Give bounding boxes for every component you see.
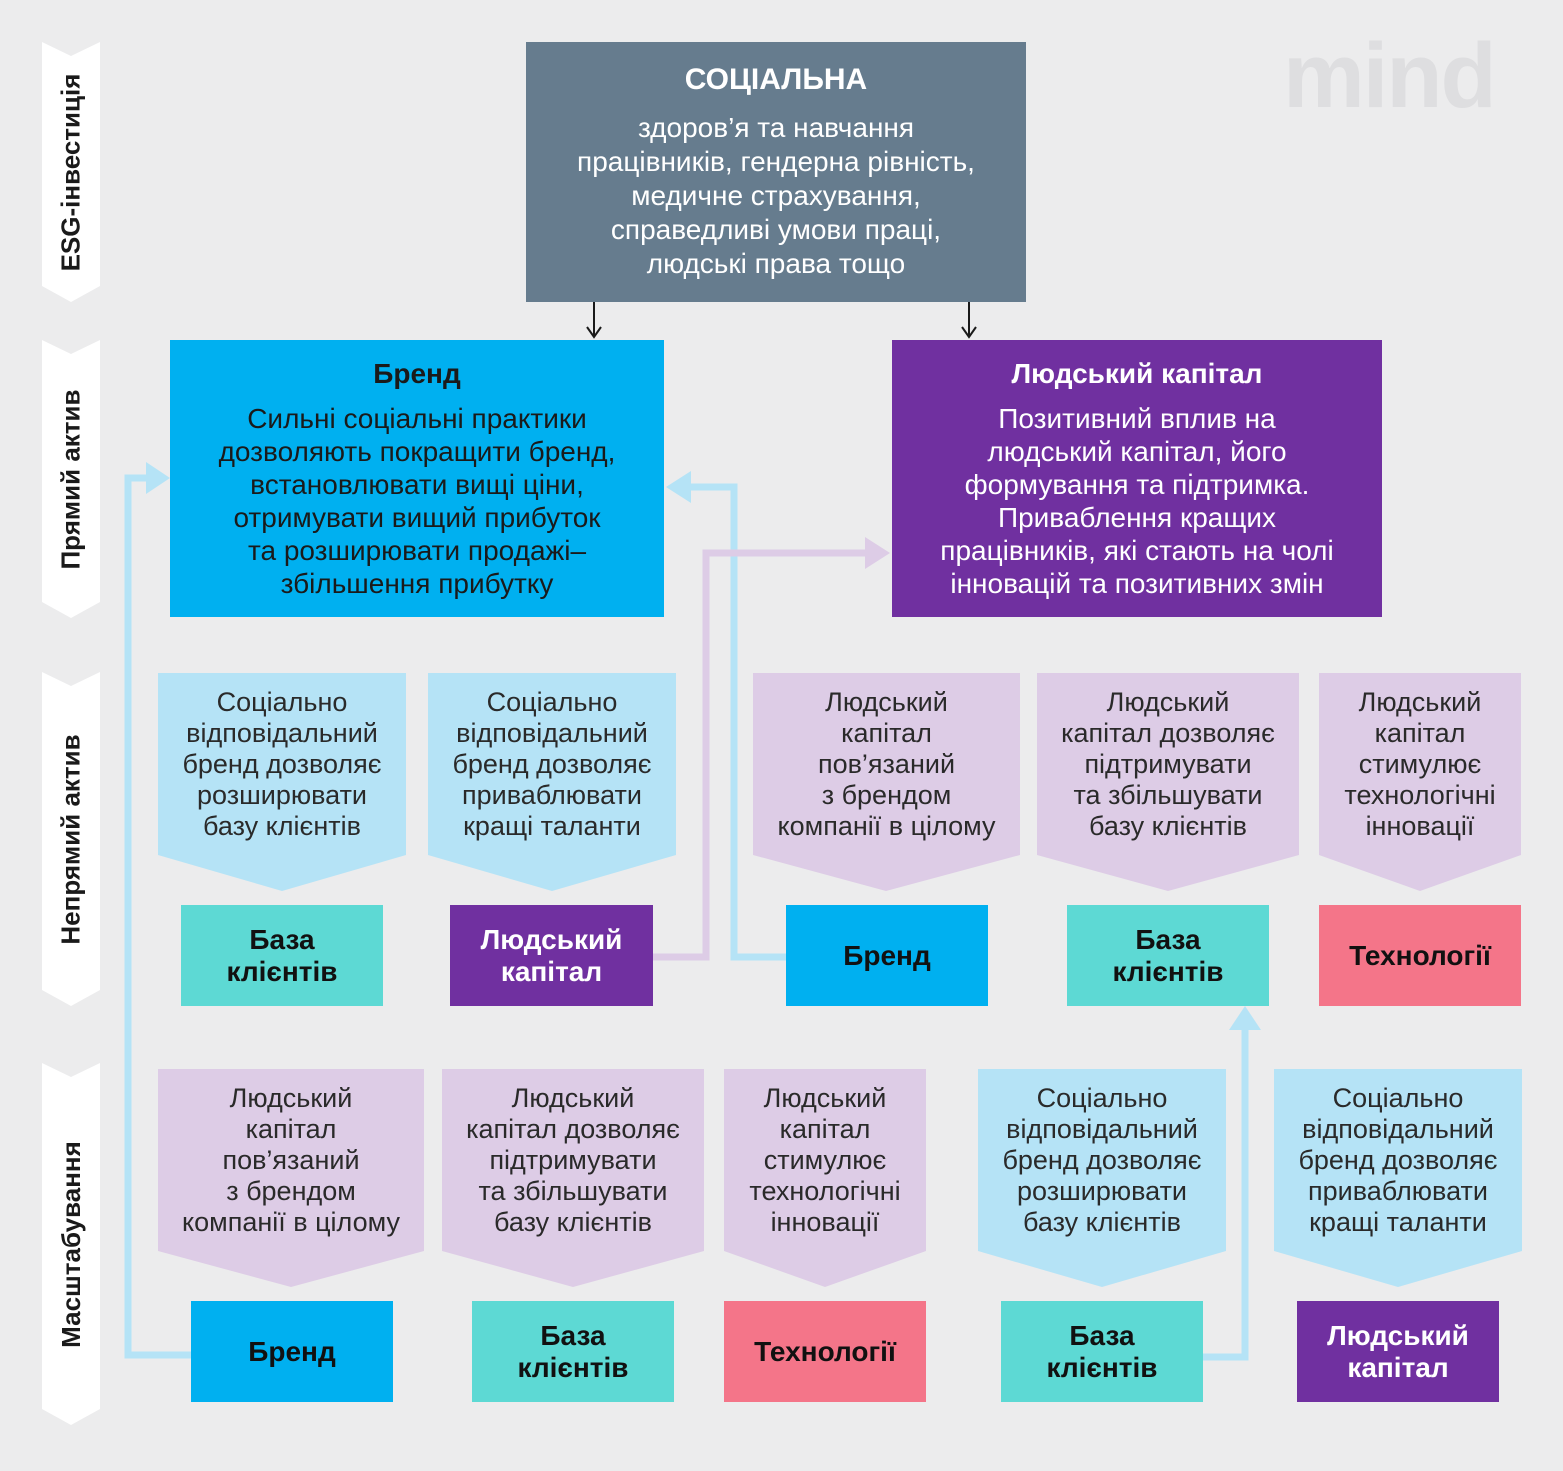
arrow-indirect-hc-to-human-capital	[653, 537, 890, 961]
indirect-tag-brand: Бренд	[786, 905, 988, 1006]
row-label-arrow-shape	[42, 340, 100, 618]
scaling-desc-1: Людський капітал пов’язаний з брендом ко…	[158, 1069, 424, 1287]
chevron-shape	[1319, 673, 1521, 891]
arrow-top-to-human-capital	[961, 302, 977, 339]
scaling-desc-text: Соціально відповідальний бренд дозволяє …	[1298, 1083, 1498, 1237]
row-label-indirect: Непрямий актив	[42, 672, 100, 1006]
mind-logo: mind	[1283, 25, 1497, 127]
scaling-tag-client-base: База клієнтів	[472, 1301, 674, 1402]
direct-human-capital-box: Людський капітал Позитивний вплив на люд…	[892, 340, 1382, 617]
scaling-desc-2: Людський капітал дозволяє підтримувати т…	[442, 1069, 704, 1287]
direct-brand-text: Сильні соціальні практики дозволяють пок…	[218, 402, 616, 599]
chevron-shape	[724, 1069, 926, 1287]
row-label-direct: Прямий актив	[42, 340, 100, 618]
row-label-scaling: Масштабування	[42, 1063, 100, 1425]
indirect-desc-text: Людський капітал дозволяє підтримувати т…	[1061, 687, 1275, 841]
chevron-shape	[1274, 1069, 1522, 1287]
social-investment-box: СОЦІАЛЬНА здоров’я та навчання працівник…	[526, 42, 1026, 302]
row-label-arrow-shape	[42, 42, 100, 302]
direct-brand-title: Бренд	[373, 357, 461, 389]
scaling-desc-text: Людський капітал стимулює технологічні і…	[749, 1083, 901, 1237]
row-label-arrow-shape	[42, 672, 100, 1006]
indirect-tag-human-capital: Людський капітал	[450, 905, 653, 1006]
scaling-desc-4: Соціально відповідальний бренд дозволяє …	[978, 1069, 1226, 1287]
social-investment-title: СОЦІАЛЬНА	[684, 63, 868, 96]
scaling-desc-5: Соціально відповідальний бренд дозволяє …	[1274, 1069, 1522, 1287]
indirect-tag-client-base-2: База клієнтів	[1067, 905, 1269, 1006]
indirect-tag-client-base: База клієнтів	[181, 905, 383, 1006]
indirect-desc-text: Людський капітал пов’язаний з брендом ко…	[777, 687, 996, 841]
chevron-shape	[158, 673, 406, 891]
scaling-desc-3: Людський капітал стимулює технологічні і…	[724, 1069, 926, 1287]
indirect-desc-text: Соціально відповідальний бренд дозволяє …	[452, 687, 652, 841]
direct-brand-box: Бренд Сильні соціальні практики дозволяю…	[170, 340, 664, 617]
indirect-desc-5: Людський капітал стимулює технологічні і…	[1319, 673, 1521, 891]
social-investment-text: здоров’я та навчання працівників, гендер…	[577, 112, 975, 279]
direct-human-capital-title: Людський капітал	[1011, 357, 1263, 389]
indirect-desc-1: Соціально відповідальний бренд дозволяє …	[158, 673, 406, 891]
chevron-shape	[158, 1069, 424, 1287]
arrow-indirect-brand-to-brand	[666, 471, 786, 961]
scaling-desc-text: Людський капітал дозволяє підтримувати т…	[466, 1083, 680, 1237]
row-label-arrow-shape	[42, 1063, 100, 1425]
scaling-tag-human-capital: Людський капітал	[1297, 1301, 1499, 1402]
direct-human-capital-text: Позитивний вплив на людський капітал, йо…	[940, 402, 1334, 599]
scaling-tag-client-base-2: База клієнтів	[1001, 1301, 1203, 1402]
indirect-desc-2: Соціально відповідальний бренд дозволяє …	[428, 673, 676, 891]
indirect-desc-text: Соціально відповідальний бренд дозволяє …	[182, 687, 382, 841]
chevron-shape	[428, 673, 676, 891]
scaling-desc-text: Людський капітал пов’язаний з брендом ко…	[182, 1083, 400, 1237]
row-label-esg: ESG-інвестиція	[42, 42, 100, 302]
arrow-scaling-client-to-client	[1203, 1006, 1261, 1361]
chevron-shape	[978, 1069, 1226, 1287]
indirect-desc-3: Людський капітал пов’язаний з брендом ко…	[753, 673, 1020, 891]
scaling-tag-brand: Бренд	[191, 1301, 393, 1402]
chevron-shape	[1037, 673, 1299, 891]
arrow-scaling-brand-to-brand	[124, 462, 191, 1359]
scaling-tag-technology: Технології	[724, 1301, 926, 1402]
arrow-top-to-brand	[586, 302, 602, 339]
chevron-shape	[753, 673, 1020, 891]
indirect-desc-4: Людський капітал дозволяє підтримувати т…	[1037, 673, 1299, 891]
scaling-desc-text: Соціально відповідальний бренд дозволяє …	[1002, 1083, 1202, 1237]
chevron-shape	[442, 1069, 704, 1287]
indirect-tag-technology: Технології	[1319, 905, 1521, 1006]
indirect-desc-text: Людський капітал стимулює технологічні і…	[1344, 687, 1496, 841]
